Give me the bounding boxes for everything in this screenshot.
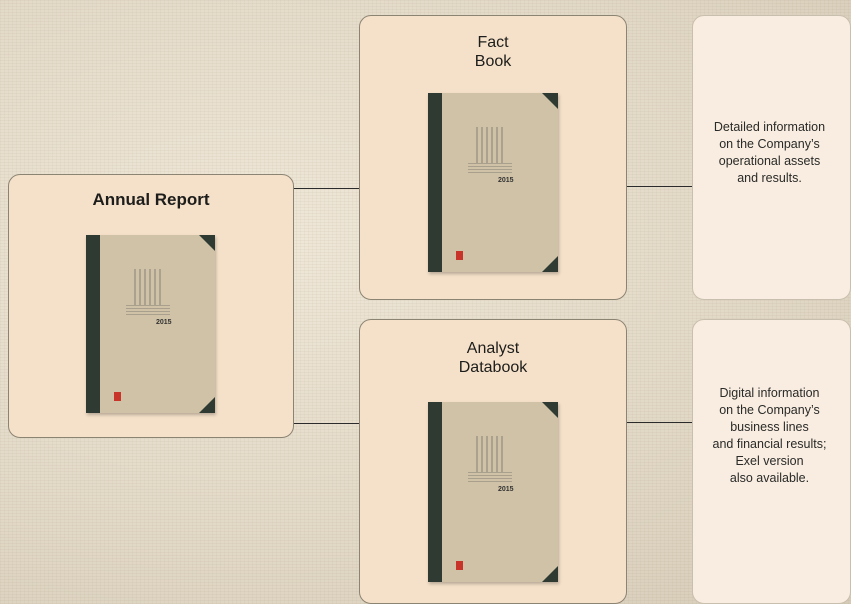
fact-book-desc-line: and results. (737, 171, 802, 185)
analyst-databook-desc-line: and financial results; (712, 437, 827, 451)
analyst-databook-desc-line: on the Company’s (719, 403, 820, 417)
connector-annual-to-databook (293, 423, 360, 424)
analyst-databook-description-card: Digital information on the Company’s bus… (692, 319, 851, 604)
analyst-databook-title: Analyst Databook (360, 339, 626, 377)
fact-book-cover-image: 2015 (428, 93, 558, 272)
annual-report-title: Annual Report (92, 190, 210, 209)
fact-book-desc-line: on the Company’s (719, 137, 820, 151)
fact-book-title-line2: Book (474, 53, 512, 70)
connector-databook-to-description (626, 422, 693, 423)
fact-book-description: Detailed information on the Company’s op… (693, 119, 846, 187)
analyst-databook-desc-line: also available. (729, 471, 810, 485)
fact-book-card[interactable]: Fact Book 2015 (359, 15, 627, 300)
analyst-databook-title-line2: Databook (458, 359, 528, 376)
analyst-databook-desc-line: Digital information (719, 386, 820, 400)
analyst-databook-description: Digital information on the Company’s bus… (693, 385, 846, 487)
analyst-databook-desc-line: business lines (730, 420, 809, 434)
analyst-databook-title-line1: Analyst (466, 340, 520, 357)
connector-annual-to-factbook (293, 188, 360, 189)
fact-book-description-card: Detailed information on the Company’s op… (692, 15, 851, 300)
analyst-databook-cover-image: 2015 (428, 402, 558, 582)
analyst-databook-desc-line: Exel version (735, 454, 804, 468)
fact-book-desc-line: operational assets (718, 154, 821, 168)
annual-report-card[interactable]: Annual Report 2015 (8, 174, 294, 438)
fact-book-title-line1: Fact (477, 34, 509, 51)
annual-report-cover-image: 2015 (86, 235, 215, 413)
analyst-databook-card[interactable]: Analyst Databook 2015 (359, 319, 627, 604)
fact-book-desc-line: Detailed information (713, 120, 826, 134)
connector-factbook-to-description (626, 186, 693, 187)
fact-book-title: Fact Book (360, 33, 626, 71)
